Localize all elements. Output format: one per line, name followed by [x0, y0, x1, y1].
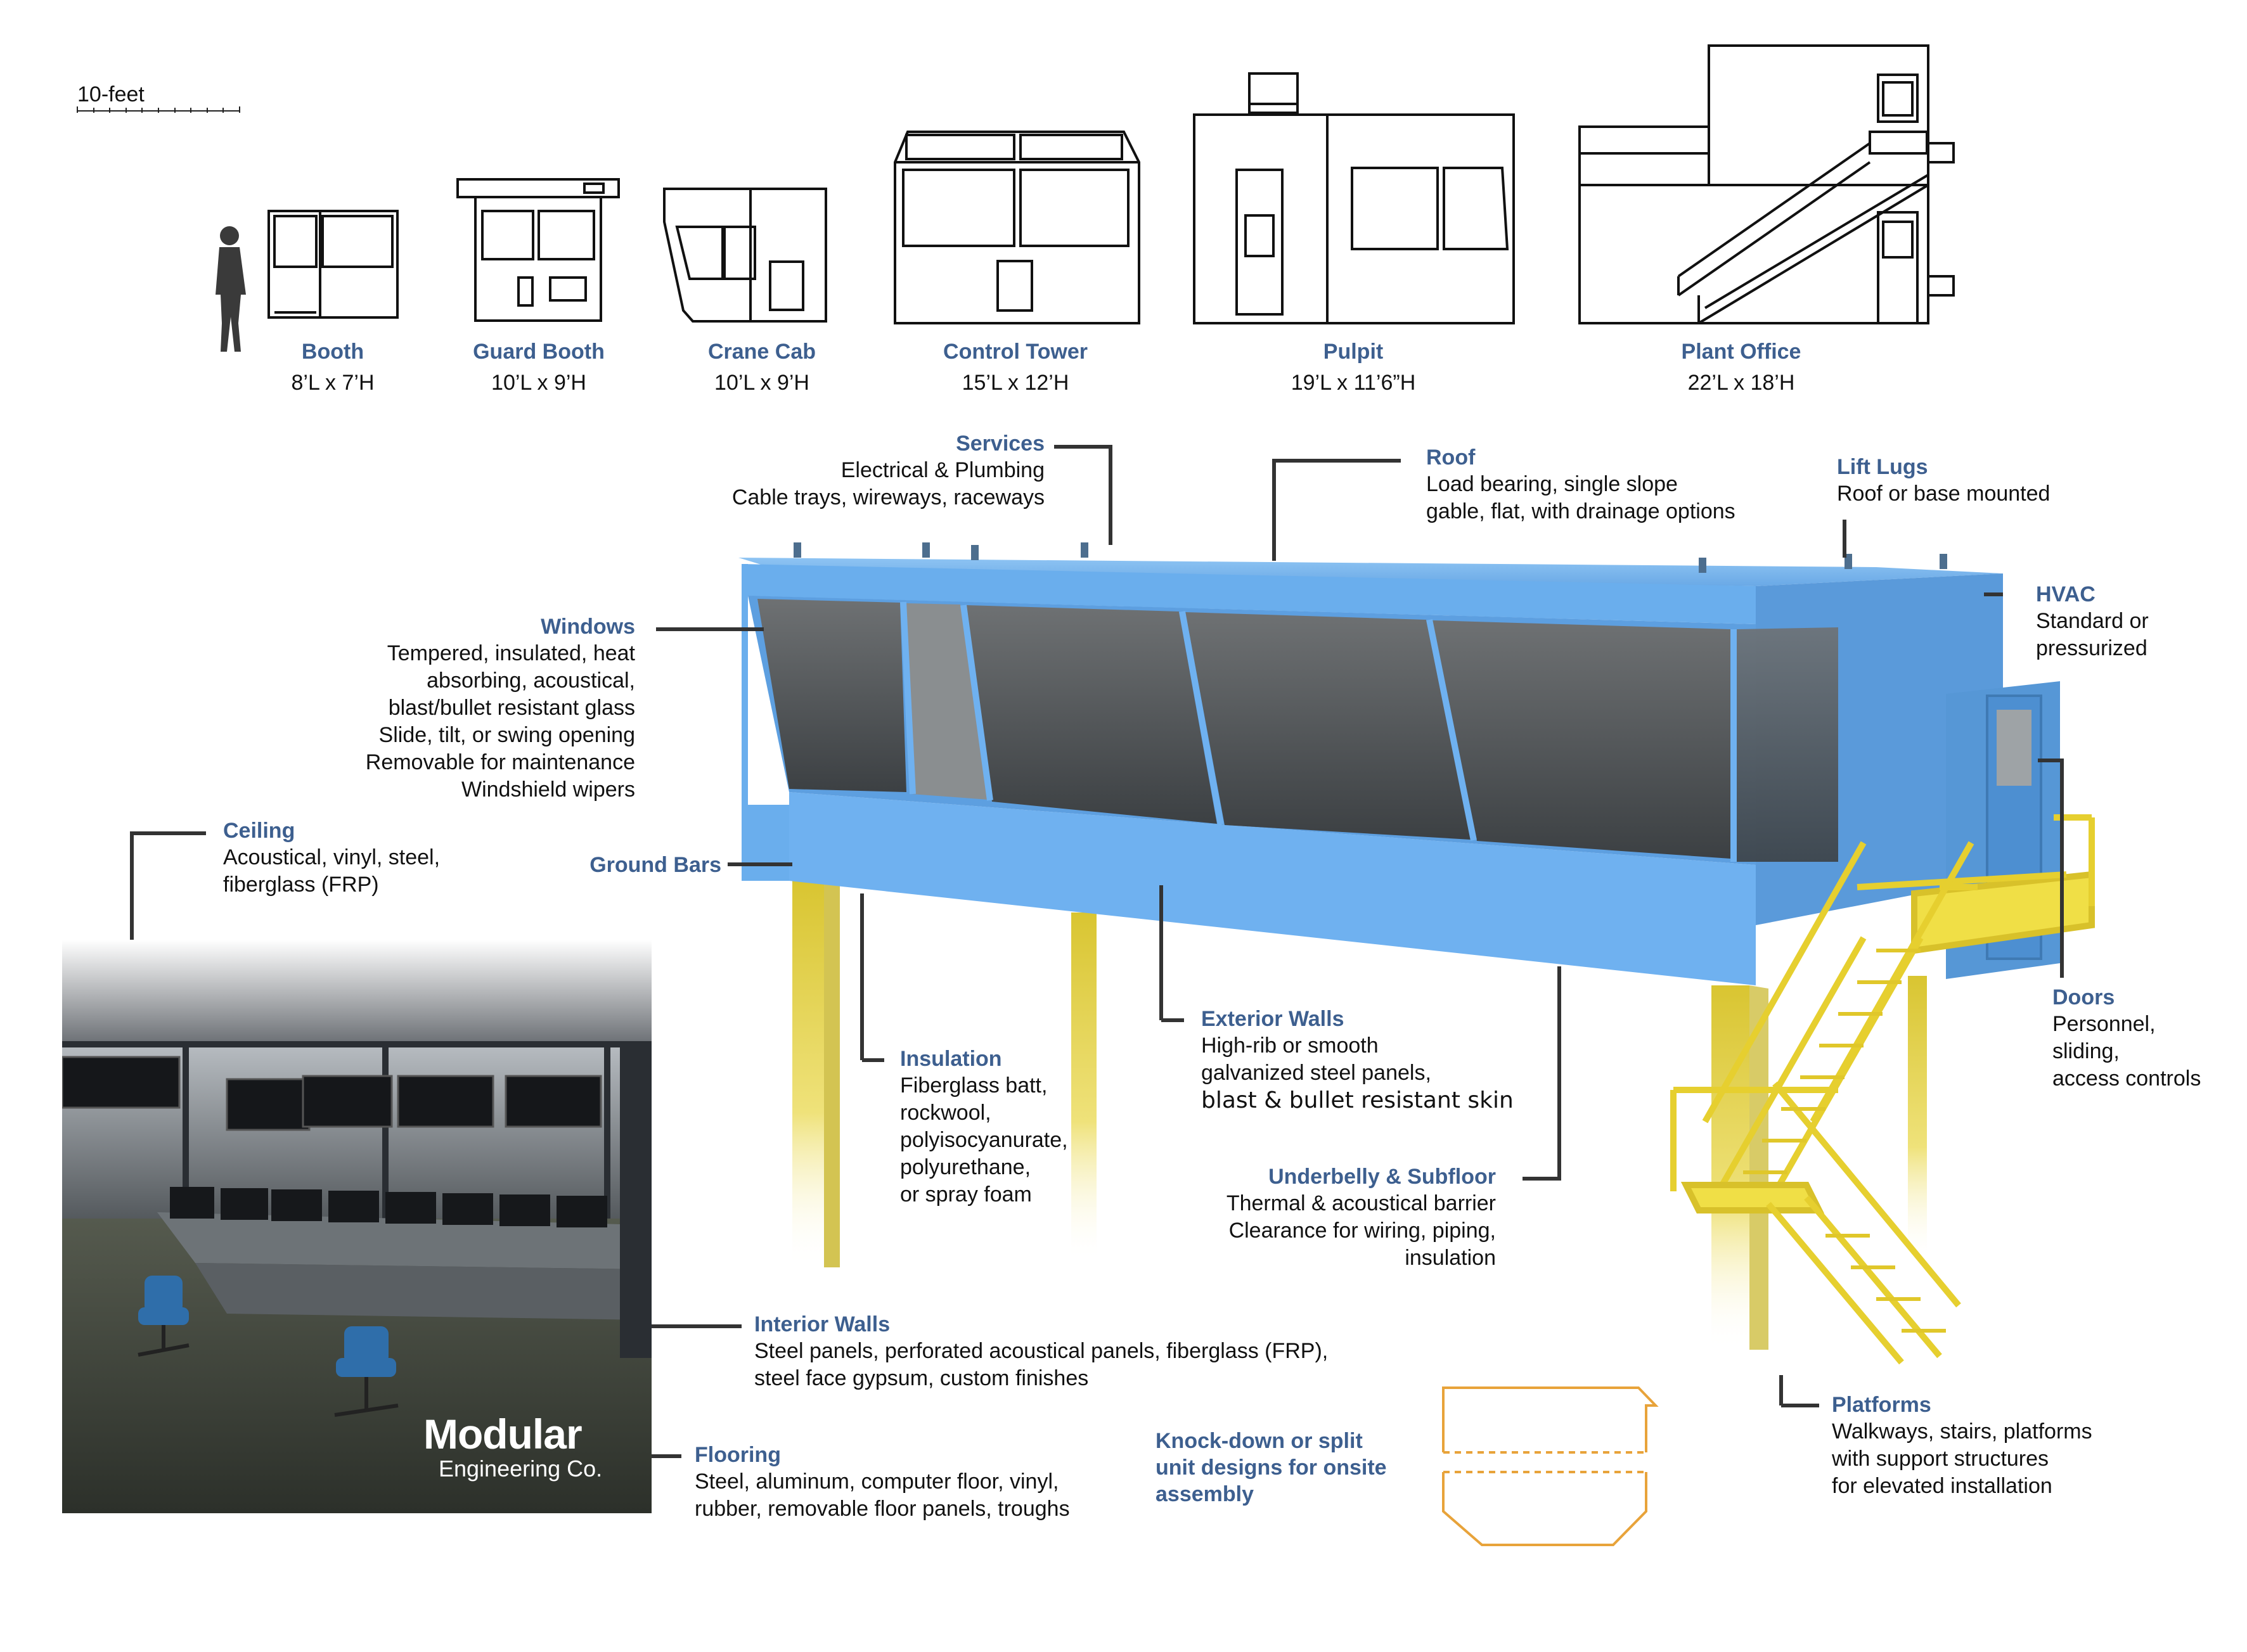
callout-title: Services — [956, 432, 1045, 456]
plant-office-drawing — [1578, 44, 1955, 324]
pulpit-drawing — [1193, 72, 1515, 324]
callout-title: Exterior Walls — [1201, 1007, 1344, 1031]
callout-line: steel face gypsum, custom finishes — [754, 1366, 1089, 1390]
scale-bar — [77, 106, 240, 113]
callout-hvac: HVAC Standard or pressurized — [2036, 581, 2201, 662]
callout-line: polyurethane, — [900, 1155, 1031, 1179]
callout-interior-walls: Interior Walls Steel panels, perforated … — [754, 1311, 1401, 1392]
callout-line: Steel panels, perforated acoustical pane… — [754, 1339, 1329, 1363]
callout-title: Windows — [541, 615, 635, 639]
callout-title-line: unit designs for onsite — [1156, 1456, 1387, 1480]
knockdown-unit-drawing — [1442, 1386, 1659, 1546]
callout-title: Flooring — [695, 1443, 781, 1467]
callout-line: Cable trays, wireways, raceways — [731, 485, 1045, 509]
callout-services: Services Electrical & Plumbing Cable tra… — [634, 430, 1045, 511]
callout-line: High-rib or smooth — [1201, 1034, 1379, 1058]
unit-dims-plant-office: 22’L x 18’H — [1687, 371, 1795, 395]
unit-dims-control-tower: 15’L x 12’H — [962, 371, 1069, 395]
callout-exterior-walls: Exterior Walls High-rib or smooth galvan… — [1201, 1006, 1556, 1114]
callout-title: Roof — [1426, 445, 1476, 470]
callout-windows: Windows Tempered, insulated, heat absorb… — [298, 613, 635, 804]
callout-knockdown: Knock-down or split unit designs for ons… — [1156, 1428, 1422, 1508]
callout-line: Walkways, stairs, platforms — [1832, 1419, 2092, 1444]
callout-line: Electrical & Plumbing — [840, 458, 1045, 482]
callout-ceiling: Ceiling Acoustical, vinyl, steel, fiberg… — [223, 817, 553, 899]
callout-title: Doors — [2052, 985, 2115, 1009]
callout-line: Slide, tilt, or swing opening — [378, 723, 635, 747]
crane-cab-drawing — [663, 188, 827, 323]
unit-dims-crane-cab: 10’L x 9’H — [714, 371, 809, 395]
callout-line: Windshield wipers — [461, 778, 635, 802]
callout-flooring: Flooring Steel, aluminum, computer floor… — [695, 1442, 1151, 1523]
callout-line: Thermal & acoustical barrier — [1226, 1191, 1496, 1215]
callout-line: blast/bullet resistant glass — [388, 696, 635, 720]
callout-line: Personnel, — [2052, 1012, 2156, 1036]
callout-title: Lift Lugs — [1837, 455, 1928, 479]
callout-line: Roof or base mounted — [1837, 482, 2051, 506]
callout-line: Removable for maintenance — [365, 750, 635, 774]
callout-line: Fiberglass batt, — [900, 1073, 1048, 1098]
callout-title: Ceiling — [223, 819, 295, 843]
callout-line: or spray foam — [900, 1182, 1032, 1207]
callout-line: sliding, — [2052, 1039, 2120, 1063]
callout-underbelly: Underbelly & Subfloor Thermal & acoustic… — [1160, 1163, 1496, 1272]
booth-drawing — [267, 210, 399, 319]
callout-line: access controls — [2052, 1066, 2201, 1091]
callout-line: rubber, removable floor panels, troughs — [695, 1497, 1070, 1521]
callout-line: insulation — [1405, 1246, 1496, 1270]
unit-name-crane-cab: Crane Cab — [707, 340, 816, 364]
unit-dims-pulpit: 19’L x 11’6”H — [1291, 371, 1416, 395]
guard-booth-drawing — [456, 178, 620, 322]
callout-line: with support structures — [1832, 1447, 2049, 1471]
callout-line: polyisocyanurate, — [900, 1128, 1068, 1152]
scale-label: 10-feet — [77, 82, 145, 106]
callout-line: Standard or — [2036, 609, 2149, 633]
unit-name-guard-booth: Guard Booth — [473, 340, 605, 364]
callout-line: Load bearing, single slope — [1426, 472, 1678, 496]
callout-insulation: Insulation Fiberglass batt, rockwool, po… — [900, 1046, 1116, 1208]
callout-line: absorbing, acoustical, — [427, 669, 635, 693]
callout-title: Ground Bars — [589, 853, 721, 877]
callout-line: for elevated installation — [1832, 1474, 2052, 1498]
callout-line: Tempered, insulated, heat — [387, 641, 635, 665]
callout-line: blast & bullet resistant skin — [1201, 1087, 1514, 1113]
unit-dims-booth: 8’L x 7’H — [291, 371, 375, 395]
callout-title-line: Knock-down or split — [1156, 1429, 1363, 1453]
callout-line: pressurized — [2036, 636, 2147, 660]
person-silhouette-icon — [216, 226, 246, 352]
callout-line: Steel, aluminum, computer floor, vinyl, — [695, 1470, 1059, 1494]
callout-line: Acoustical, vinyl, steel, — [223, 845, 441, 869]
leader-lines — [130, 445, 2064, 1458]
unit-dims-guard-booth: 10’L x 9’H — [491, 371, 586, 395]
brand-logo-text: Modular — [423, 1411, 583, 1457]
callout-line: Clearance for wiring, piping, — [1228, 1219, 1496, 1243]
control-room-building — [738, 542, 2095, 1365]
callout-title-line: assembly — [1156, 1482, 1254, 1506]
callout-title: HVAC — [2036, 582, 2096, 606]
callout-title: Insulation — [900, 1047, 1002, 1071]
callout-title: Underbelly & Subfloor — [1268, 1165, 1496, 1189]
callout-roof: Roof Load bearing, single slope gable, f… — [1426, 444, 1819, 525]
callout-line: rockwool, — [900, 1101, 991, 1125]
callout-doors: Doors Personnel, sliding, access control… — [2052, 984, 2243, 1092]
callout-line: fiberglass (FRP) — [223, 873, 379, 897]
unit-name-control-tower: Control Tower — [943, 340, 1088, 364]
callout-title: Platforms — [1832, 1393, 1931, 1417]
callout-line: gable, flat, with drainage options — [1426, 499, 1735, 523]
interior-render-image — [62, 940, 652, 1513]
brand-logo-subtext: Engineering Co. — [439, 1456, 603, 1482]
callout-ground-bars: Ground Bars — [520, 852, 721, 878]
control-tower-drawing — [894, 131, 1140, 324]
callout-platforms: Platforms Walkways, stairs, platforms wi… — [1832, 1392, 2161, 1500]
callout-lift-lugs: Lift Lugs Roof or base mounted — [1837, 454, 2090, 508]
unit-name-booth: Booth — [301, 340, 364, 364]
interior-scene — [62, 940, 652, 1513]
unit-name-plant-office: Plant Office — [1681, 340, 1801, 364]
callout-title: Interior Walls — [754, 1312, 891, 1336]
unit-name-pulpit: Pulpit — [1323, 340, 1384, 364]
callout-line: galvanized steel panels, — [1201, 1061, 1431, 1085]
